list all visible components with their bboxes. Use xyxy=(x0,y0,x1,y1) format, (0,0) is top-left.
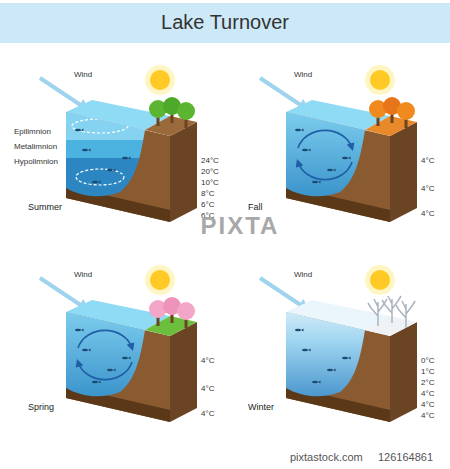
temperature: 2°C xyxy=(421,378,434,387)
temperature: 4°C xyxy=(421,411,434,420)
tree xyxy=(177,302,195,328)
watermark: PIXTA xyxy=(201,212,280,240)
snow-land xyxy=(365,316,417,336)
tree xyxy=(177,102,195,128)
temperature: 6°C xyxy=(201,200,214,209)
wind-label: Wind xyxy=(74,270,92,279)
circulation-arrows xyxy=(78,330,132,379)
wind-label: Wind xyxy=(294,270,312,279)
temperature: 4°C xyxy=(201,384,214,393)
bare-tree xyxy=(396,301,415,328)
layer-name: Metalimnion xyxy=(14,142,57,151)
temperature: 10°C xyxy=(201,178,219,187)
temperature: 8°C xyxy=(201,189,214,198)
sun xyxy=(365,65,395,95)
title-band xyxy=(0,3,450,43)
temperature: 4°C xyxy=(421,184,434,193)
mixed-water xyxy=(60,300,180,418)
spring-panel xyxy=(40,265,197,422)
layer-name: Epilimnion xyxy=(14,127,51,136)
temperature: 4°C xyxy=(201,409,214,418)
temperature: 4°C xyxy=(421,400,434,409)
temperature: 4°C xyxy=(421,209,434,218)
temperature: 4°C xyxy=(421,156,434,165)
layer-name: Hypolimnion xyxy=(14,157,58,166)
temperature: 0°C xyxy=(421,356,434,365)
temperature: 24°C xyxy=(201,156,219,165)
mixed-water xyxy=(280,100,400,218)
season-label: Winter xyxy=(248,402,274,412)
temperature: 4°C xyxy=(201,356,214,365)
season-label: Spring xyxy=(28,402,54,412)
season-label: Summer xyxy=(28,202,62,212)
sun xyxy=(145,65,175,95)
wind-label: Wind xyxy=(74,70,92,79)
wind-label: Wind xyxy=(294,70,312,79)
image-number: 126164861 xyxy=(378,451,433,464)
temperature: 20°C xyxy=(201,167,219,176)
diagram-title: Lake Turnover xyxy=(161,11,289,34)
fall-panel xyxy=(260,65,417,222)
tree xyxy=(397,102,415,128)
circulation-arrows xyxy=(298,130,352,179)
sun xyxy=(365,265,395,295)
sun xyxy=(145,265,175,295)
stratified-water xyxy=(60,100,180,218)
source-credit: pixtastock.com xyxy=(290,451,363,464)
temperature: 4°C xyxy=(421,389,434,398)
summer-panel xyxy=(40,65,197,222)
winter-water xyxy=(280,300,400,418)
winter-panel xyxy=(260,265,417,422)
temperature: 1°C xyxy=(421,367,434,376)
season-label: Fall xyxy=(248,202,263,212)
